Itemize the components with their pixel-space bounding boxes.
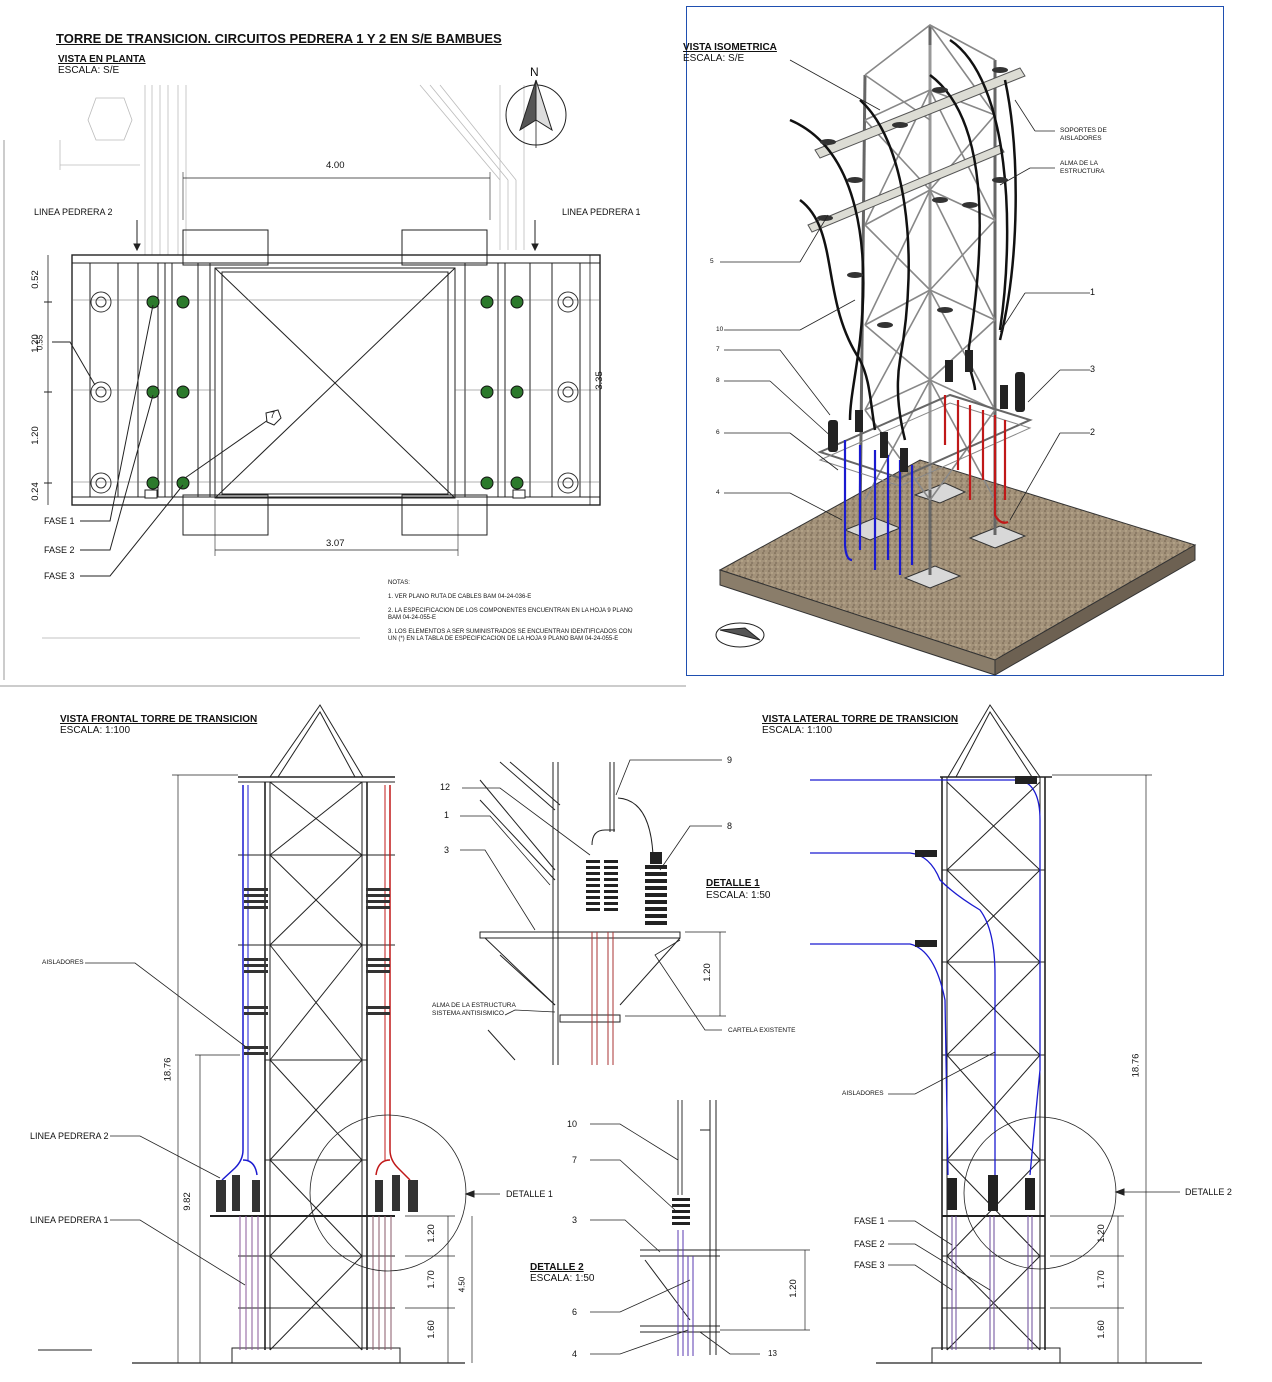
side-dim-total: 18.76 [1130,1053,1142,1078]
plan-dim-right: 3.35 [593,371,605,390]
side-view-drawing [810,704,1202,1364]
plan-dim-bottom: 3.07 [326,538,345,549]
plan-dim-left-c: 1.20 [29,426,41,445]
plan-view-scale: ESCALA: S/E [58,65,120,76]
plan-fase2-label: FASE 2 [44,545,75,555]
note-3: 3. LOS ELEMENTOS A SER SUMINISTRADOS SE … [388,629,632,642]
front-view-drawing [38,704,500,1364]
front-view-scale: ESCALA: 1:100 [60,725,131,736]
front-detalle1-label: DETALLE 1 [506,1189,553,1199]
iso-callout-1: 1 [1090,287,1096,297]
detail2-drawing [590,1100,810,1356]
detail2-callout-7: 7 [572,1155,578,1165]
detail2-callout-6: 6 [572,1307,578,1317]
plan-line1-label: LINEA PEDRERA 1 [562,207,641,217]
plan-dim-left-d: 0.24 [29,482,41,501]
side-dim-160: 1.60 [1095,1320,1107,1339]
plan-line2-label: LINEA PEDRERA 2 [34,207,113,217]
side-dim-170: 1.70 [1095,1270,1107,1289]
plan-notes: NOTAS: 1. VER PLANO RUTA DE CABLES BAM 0… [388,580,633,643]
detail1-callout-8: 8 [727,821,733,831]
plan-view-title: VISTA EN PLANTA [58,54,146,65]
front-dim-170: 1.70 [425,1270,437,1289]
side-detalle2-label: DETALLE 2 [1185,1187,1232,1197]
detail1-scale: ESCALA: 1:50 [706,890,771,901]
detail1-alma-label: ALMA DE LA ESTRUCTURA SISTEMA ANTISISMIC… [432,1002,516,1017]
iso-view-scale: ESCALA: S/E [683,53,745,64]
front-dim-total: 18.76 [162,1057,174,1082]
iso-callout-6: 6 [716,429,720,436]
detail1-callout-9: 9 [727,755,733,765]
side-view-title: VISTA LATERAL TORRE DE TRANSICION [762,714,959,725]
front-dim-160: 1.60 [425,1320,437,1339]
detail2-callout-3: 3 [572,1215,578,1225]
iso-view-title: VISTA ISOMETRICA [683,42,777,53]
side-fase3-label: FASE 3 [854,1260,885,1270]
detail2-dim: 1.20 [787,1279,799,1298]
iso-callout-3: 3 [1090,364,1096,374]
front-dim-120: 1.20 [425,1224,437,1243]
front-line1-label: LINEA PEDRERA 1 [30,1215,109,1225]
side-view-scale: ESCALA: 1:100 [762,725,833,736]
iso-callout-4: 4 [716,489,720,496]
detail1-title: DETALLE 1 [706,878,760,889]
side-fase1-label: FASE 1 [854,1216,885,1226]
iso-callout-2: 2 [1090,427,1096,437]
detail1-callout-3: 3 [444,845,450,855]
iso-callout-alma: ALMA DE LA ESTRUCTURA [1060,160,1105,175]
north-label: N [530,65,539,79]
detail2-title: DETALLE 2 [530,1262,584,1273]
plan-item7-label: 7 [270,410,276,420]
detail1-callout-12: 12 [440,782,451,792]
detail2-scale: ESCALA: 1:50 [530,1273,595,1284]
iso-callout-7: 7 [716,346,720,353]
iso-callout-5: 5 [710,258,714,265]
front-line2-label: LINEA PEDRERA 2 [30,1131,109,1141]
detail2-callout-13: 13 [768,1349,777,1358]
front-view-title: VISTA FRONTAL TORRE DE TRANSICION [60,714,258,725]
iso-callout-8: 8 [716,377,720,384]
iso-callout-10: 10 [716,326,724,333]
detail1-callout-1: 1 [444,810,450,820]
front-aisladores-label: AISLADORES [42,959,84,966]
plan-fase1-label: FASE 1 [44,516,75,526]
front-dim-lower: 9.82 [181,1192,193,1211]
front-dim-450: 4.50 [457,1276,467,1293]
note-1: 1. VER PLANO RUTA DE CABLES BAM 04-24-03… [388,594,532,600]
side-fase2-label: FASE 2 [854,1239,885,1249]
plan-dim-top: 4.00 [326,160,345,171]
iso-callout-soportes: SOPORTES DE AISLADORES [1060,127,1107,142]
notes-heading: NOTAS: [388,580,410,586]
detail2-callout-4: 4 [572,1349,578,1359]
side-dim-120: 1.20 [1095,1224,1107,1243]
detail1-dim: 1.20 [701,963,713,982]
plan-dim-left-a: 0.52 [29,270,41,289]
detail1-cartela-label: CARTELA EXISTENTE [728,1027,796,1034]
detail2-callout-10: 10 [567,1119,578,1129]
isometric-view-drawing [715,24,1197,676]
side-aisladores-label: AISLADORES [842,1090,884,1097]
plan-view-drawing [42,79,601,639]
iso-frame [686,6,1224,676]
plan-dim-left-b2: 0.55 [35,334,45,351]
sheet-title: TORRE DE TRANSICION. CIRCUITOS PEDRERA 1… [56,31,502,46]
note-2: 2. LA ESPECIFICACION DE LOS COMPONENTES … [388,608,633,621]
plan-fase3-label: FASE 3 [44,571,75,581]
detail1-drawing [460,759,726,1065]
